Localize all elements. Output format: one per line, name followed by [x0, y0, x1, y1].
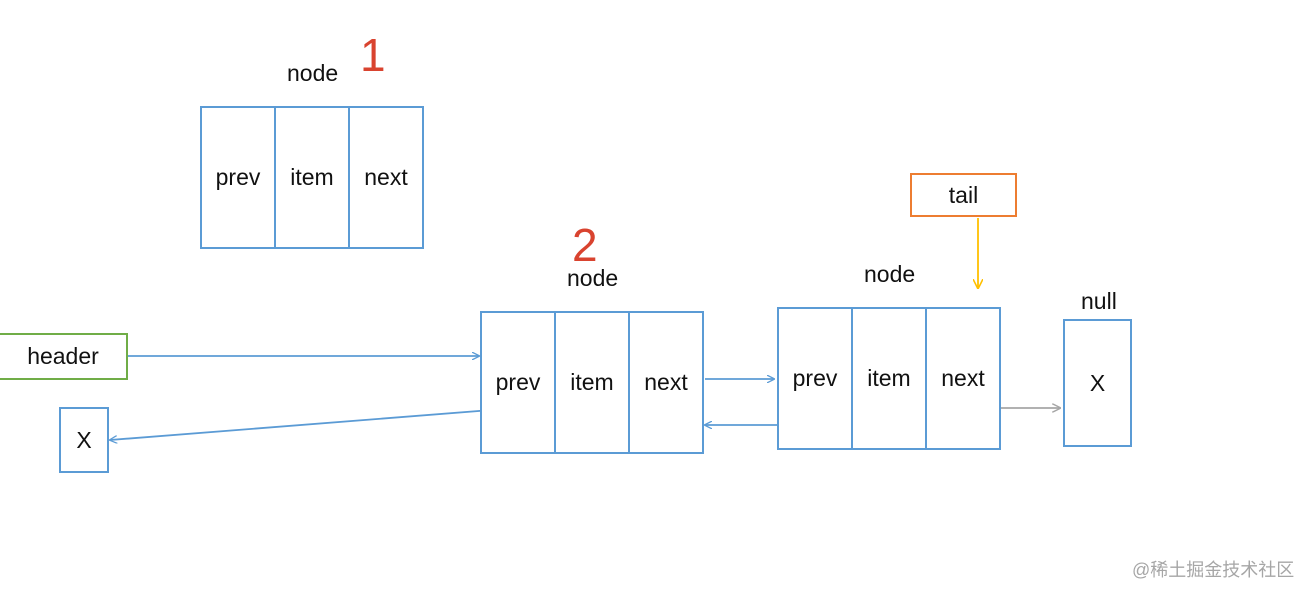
tail-pointer: tail	[910, 173, 1017, 217]
node2-label: node	[567, 265, 619, 291]
node1-label: node	[287, 60, 339, 86]
node1-item-cell: item	[276, 108, 350, 247]
node3-item-cell: item	[853, 309, 927, 448]
watermark: @稀土掘金技术社区	[1132, 560, 1295, 580]
null-node-box: X	[1063, 319, 1132, 447]
node2-box: prev item next	[480, 311, 704, 454]
header-pointer: header	[0, 333, 128, 380]
node3-prev-cell: prev	[779, 309, 853, 448]
null-label: null	[1081, 288, 1117, 314]
node2-item-cell: item	[556, 313, 630, 452]
node1-prev-cell: prev	[202, 108, 276, 247]
prev-null-box: X	[59, 407, 109, 473]
node1-box: prev item next	[200, 106, 424, 249]
node1-next-cell: next	[364, 164, 408, 190]
node1-step-number: 1	[360, 29, 386, 81]
node2-prev-to-x-arrow	[110, 408, 505, 440]
node2-step-number: 2	[572, 219, 598, 271]
node3-box: prev item next	[777, 307, 1001, 450]
node2-prev-cell: prev	[482, 313, 556, 452]
node2-next-cell: next	[644, 369, 688, 395]
node3-next-cell: next	[941, 365, 985, 391]
node3-label: node	[864, 261, 916, 287]
